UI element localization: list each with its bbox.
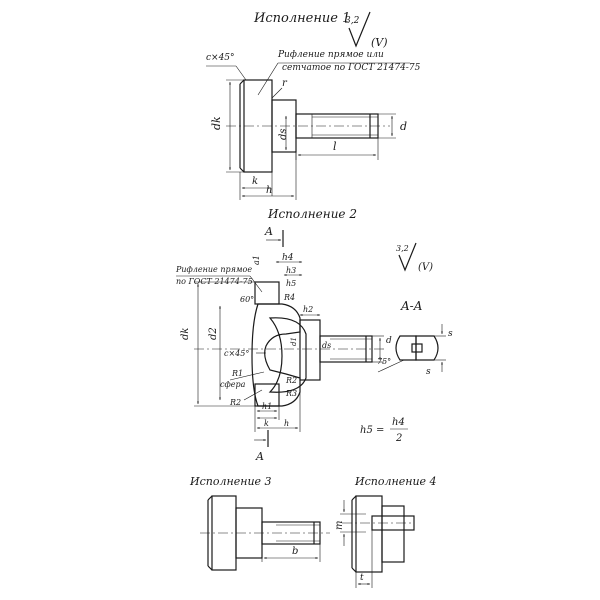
dim-m: m (334, 521, 345, 530)
view-3-title: Исполнение 3 (189, 475, 272, 488)
roughness-symbol-2: 3,2 (V) (396, 242, 433, 273)
label-R2-right: R2 (285, 376, 297, 385)
dim-k-1: k (252, 176, 258, 187)
dim-k-2: k (264, 419, 269, 428)
dim-h1: h1 (262, 402, 272, 411)
thumb-screw-shank-1 (226, 113, 390, 139)
view-1-title: Исполнение 1 (253, 11, 350, 26)
label-d1: d1 (290, 337, 298, 346)
dim-dk-2: dk (180, 328, 191, 340)
knurl-note-1-line1: Рифление прямое или (277, 50, 384, 60)
section-mark-top: A (264, 225, 273, 238)
dim-a1: a1 (252, 255, 261, 265)
formula-num: h4 (392, 417, 405, 428)
dim-d-2: d (386, 336, 392, 346)
dim-d2: d2 (208, 327, 219, 340)
label-R4: R4 (283, 293, 295, 302)
knurl-note-2-line2: по ГОСТ 21474-75 (176, 277, 253, 286)
dim-h-1: h (266, 185, 272, 196)
section-mark-bottom: A (255, 450, 264, 463)
view-3: Исполнение 3 b (189, 475, 330, 571)
dim-d-1: d (400, 120, 407, 133)
radius-label-r: r (282, 78, 288, 89)
label-R1: R1 (231, 369, 243, 378)
formula-h5: h5 = h4 2 (360, 417, 408, 444)
dim-s-aa-bottom: s (426, 367, 431, 377)
dim-h5: h5 (286, 279, 296, 288)
roughness-value-2: 3,2 (396, 244, 409, 253)
label-R2-left: R2 (229, 398, 241, 407)
view-2: Исполнение 2 A 3,2 (V) a1 h4 h3 h5 R4 h2… (175, 207, 453, 463)
angle-75: 75° (377, 357, 391, 366)
dim-h-2: h (284, 419, 289, 428)
roughness-paren-1: (V) (371, 36, 388, 49)
view-2-title: Исполнение 2 (267, 207, 357, 221)
chamfer-label-1: c×45° (206, 53, 235, 63)
dim-dk-1: dk (210, 116, 223, 130)
roughness-symbol-1: 3,2 (V) (345, 11, 388, 49)
label-R3: R3 (285, 389, 297, 398)
roughness-paren-2: (V) (418, 262, 433, 273)
dim-b: b (292, 546, 298, 557)
formula-lhs: h5 = (360, 425, 384, 436)
formula-den: 2 (395, 433, 402, 444)
section-title-aa: A-A (400, 299, 423, 313)
knurl-note-1-line2: сетчатое по ГОСТ 21474-75 (282, 63, 421, 73)
dim-h2: h2 (303, 305, 313, 314)
label-sphere: сфера (220, 380, 246, 389)
dim-t: t (360, 573, 364, 583)
dim-h4: h4 (282, 253, 294, 263)
knurl-note-2-line1: Рифление прямое (175, 265, 252, 274)
dim-ds-1: ds (278, 128, 289, 140)
view-4-title: Исполнение 4 (354, 475, 437, 488)
dim-s-aa-right: s (448, 329, 453, 339)
angle-60: 60° (240, 295, 254, 304)
shank-2 (194, 335, 384, 363)
dim-h3: h3 (286, 266, 296, 275)
roughness-value-1: 3,2 (345, 16, 360, 26)
section-aa-profile (395, 335, 439, 361)
dim-ds-2: ds (322, 341, 331, 350)
dim-l-1: l (333, 140, 337, 153)
chamfer-label-2: c×45° (224, 349, 249, 358)
view-4: Исполнение 4 m t (334, 475, 437, 588)
view-1: Исполнение 1 3,2 (V) Рифление прямое или… (206, 11, 421, 200)
